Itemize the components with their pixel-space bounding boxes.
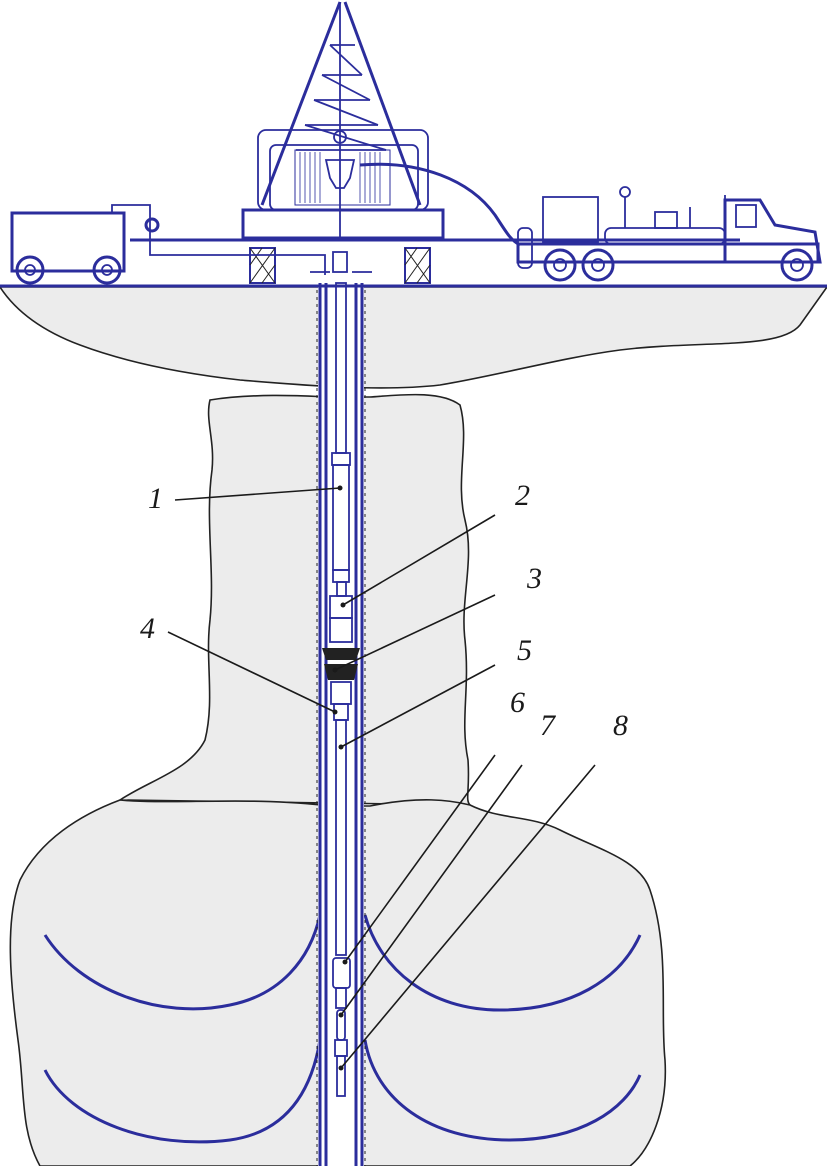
surface-rock-layer: [0, 286, 827, 389]
callout-leaders: [167, 485, 596, 1071]
callout-3: 3: [526, 562, 542, 595]
wellbore-casing: [316, 283, 366, 1166]
callout-6: 6: [510, 686, 525, 719]
callout-2: 2: [515, 479, 530, 512]
callout-1: 1: [148, 482, 163, 515]
equipment-trailer: [10, 204, 160, 285]
callout-5: 5: [517, 634, 532, 667]
tubing-string: [322, 282, 360, 1097]
pump-truck: [516, 186, 822, 282]
fracture-arcs: [43, 914, 642, 1144]
upper-formation: [117, 393, 472, 806]
callout-8: 8: [613, 709, 628, 742]
callout-labels: 1 2 3 4 5 6 7 8: [140, 479, 628, 742]
drilling-rig-derrick: [241, 1, 521, 284]
callout-7: 7: [540, 709, 557, 742]
perforating-gun-lower: [336, 1055, 346, 1097]
packer: [322, 648, 360, 680]
callout-4: 4: [140, 612, 155, 645]
